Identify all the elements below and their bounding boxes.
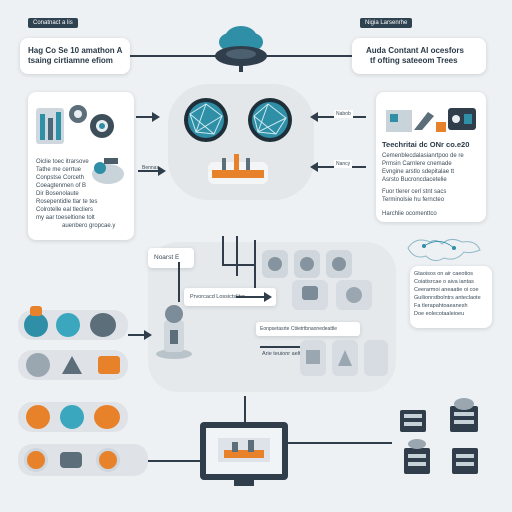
vehicle-icon xyxy=(60,452,82,468)
left-card-line: Colrotelle eal tlecliers xyxy=(36,207,94,213)
left-card-line: Rosepentidle tlar te tes xyxy=(36,199,98,205)
factory-machine-icon xyxy=(386,108,476,132)
left-header-tag: Conatnact a lis xyxy=(28,18,78,28)
wire xyxy=(260,346,310,348)
left-card-line: auenbero gropcae.y xyxy=(62,223,116,229)
world-card-line: Doe eolecotaaleioeu xyxy=(414,311,465,317)
wire xyxy=(244,396,246,426)
crane-icon xyxy=(98,356,120,374)
orb-icon xyxy=(94,405,120,429)
wire xyxy=(178,262,180,302)
left-header-card: Hag Co Se 10 amathon A tsaing cirtiamne … xyxy=(20,38,130,74)
world-card-line: Coiatisrcae o aiva iantas xyxy=(414,279,474,285)
left-card-line: my aar toeseltione tolt xyxy=(36,215,95,221)
left-header-title-2: tsaing cirtiamne efiom xyxy=(28,56,113,65)
right-header-title-2: tf ofting sateeom Trees xyxy=(370,56,458,65)
right-header-card: Auda Contant AI ocesfors tf ofting satee… xyxy=(352,38,486,74)
gear-cluster-icon xyxy=(26,353,50,377)
left-card-line: Dir Bosenolaute xyxy=(36,191,79,197)
robot-arm-icon xyxy=(92,158,124,184)
left-card-line: Coeagtenmen of B xyxy=(36,183,87,189)
target-icon xyxy=(96,448,120,472)
process-bar-label: Prvorcacd Lossictsliter xyxy=(190,294,246,300)
robot-icon xyxy=(24,313,48,337)
right-header-title-1: Auda Contant AI ocesfors xyxy=(366,46,464,55)
left-card-line: Oiclie toec itrarsove xyxy=(36,159,89,165)
right-header-tag: Nigia Larsenrhe xyxy=(360,18,413,28)
worker-icon xyxy=(26,405,50,429)
wire xyxy=(254,240,256,290)
dome-icon xyxy=(56,313,80,337)
cloud-hub-icon xyxy=(215,26,267,72)
arrow-label-top: Nabob xyxy=(334,110,353,118)
left-card-line: Tathe me cerrtue xyxy=(36,167,82,173)
left-info-card: Oiclie toec itrarsove Tathe me cerrtue C… xyxy=(28,92,134,240)
flow-caption-box: Eonpsetasrte Ctiietrtbnaonedeattle xyxy=(256,322,360,336)
sensor-icon xyxy=(60,405,84,429)
wire xyxy=(236,236,238,276)
right-card-line: Fuor tlerer cerl stnt sacs xyxy=(382,189,447,195)
robot-head-icon xyxy=(30,306,42,316)
arrow-label-left: Bennas xyxy=(142,165,159,171)
robot-unit-icon xyxy=(292,280,372,310)
drone-icon xyxy=(90,313,116,337)
arrow-label-mid: Nancy xyxy=(334,160,353,168)
left-header-title-1: Hag Co Se 10 amathon A xyxy=(28,46,123,55)
bottom-connector-line xyxy=(286,442,392,444)
world-card-line: Ceerarmoi aneaatie oi coe xyxy=(414,287,479,293)
wire xyxy=(222,264,256,266)
bottom-connector-line xyxy=(148,460,206,462)
right-card-line: Evngine arstlo sdepitalae tt xyxy=(382,169,455,175)
world-card-line: Fa tlerapahtoaeanesh xyxy=(414,303,468,309)
right-info-card: Teechritai dc ONr co.e20 Cemenblecdalasi… xyxy=(376,92,486,222)
arrow-right-icon xyxy=(138,166,166,176)
flow-caption-2: Arie teuionr aelt xyxy=(262,351,301,357)
monitor-dashboard-icon xyxy=(200,422,288,486)
world-info-card: Gtaoisos on air caeotios Coiatisrcae o a… xyxy=(410,266,492,328)
node-label: Noarst E xyxy=(154,254,180,261)
world-card-line: Guilionrstbolntrs anteclaote xyxy=(414,295,481,301)
right-card-line: Asrsto Bucroncdacetelie xyxy=(382,177,447,183)
process-bar: Prvorcacd Lossictsliter xyxy=(184,288,276,306)
node-label-box: Noarst E xyxy=(148,248,194,268)
world-card-line: Gtaoisos on air caeotios xyxy=(414,271,474,277)
right-card-title: Teechritai dc ONr co.e20 xyxy=(382,140,470,149)
target-icon xyxy=(24,448,48,472)
machinery-icon xyxy=(36,105,114,144)
right-card-line: Cemenblecdalasianrtpoo de re xyxy=(382,153,464,159)
wire xyxy=(222,236,224,266)
right-card-line: Terminolsie hu ferncteo xyxy=(382,197,445,203)
right-card-line: Prmsin Carnlere cnemade xyxy=(382,161,452,167)
arrow-right-icon xyxy=(128,330,152,340)
server-rack-icon xyxy=(400,398,478,474)
component-tiles-icon xyxy=(262,250,352,278)
flow-caption: Eonpsetasrte Ctiietrtbnaonedeattle xyxy=(260,326,337,332)
left-card-line: Conpstse Corceth xyxy=(36,175,85,181)
lower-tiles-icon xyxy=(300,340,388,376)
arrow-right-icon xyxy=(236,292,272,302)
central-robot-icon xyxy=(156,305,192,359)
right-card-line: Harchlie ocomenttco xyxy=(382,211,437,217)
world-map-icon xyxy=(407,238,481,262)
arrow-right-icon xyxy=(136,112,160,122)
globe-network-icon xyxy=(184,98,292,184)
